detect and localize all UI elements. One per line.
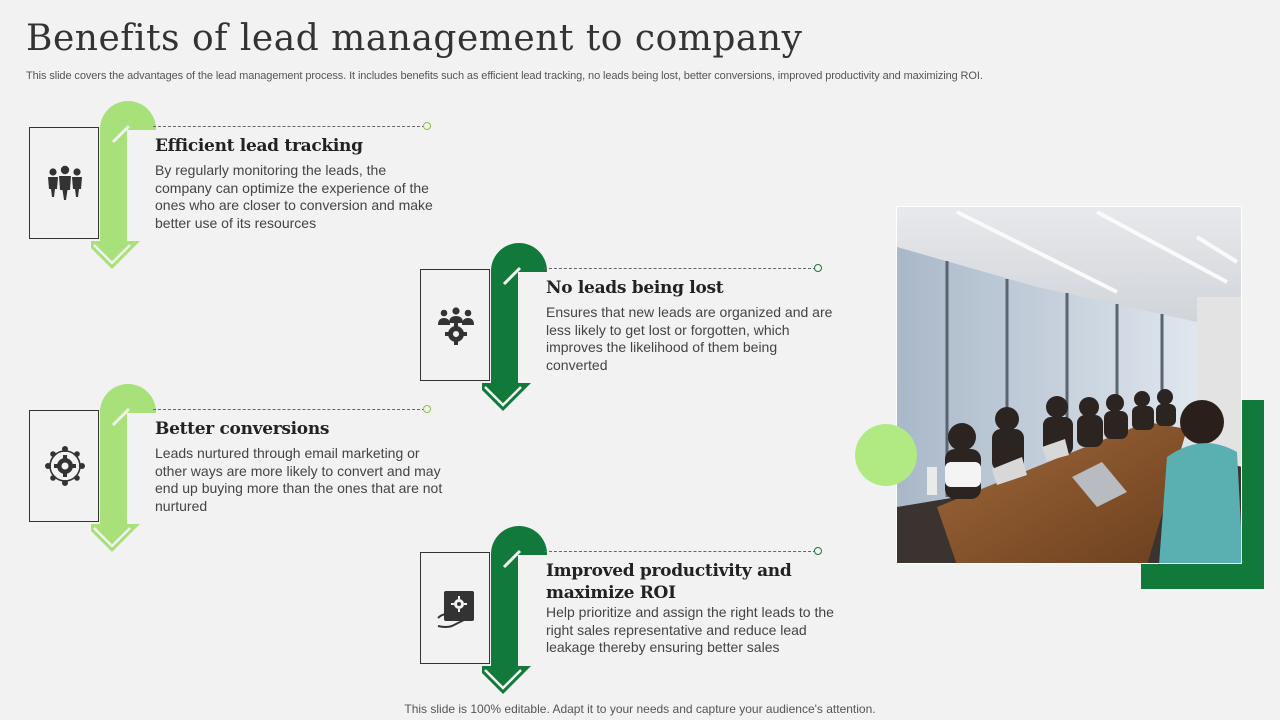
divider-dot (814, 264, 822, 272)
slide-title: Benefits of lead management to company (26, 18, 803, 59)
benefit-card-better-conversions: Better conversions Leads nurtured throug… (29, 382, 449, 562)
hand-gear-icon (437, 591, 474, 628)
benefit-card-efficient-lead-tracking: Efficient lead tracking By regularly mon… (29, 99, 449, 279)
gear-network-icon (45, 446, 85, 486)
divider-dot (423, 405, 431, 413)
benefit-heading: Better conversions (155, 419, 330, 439)
slide-subtitle: This slide covers the advantages of the … (26, 70, 983, 82)
down-arrow-ribbon (482, 243, 547, 411)
team-gear-icon (438, 307, 474, 345)
benefit-card-improved-productivity: Improved productivity and maximize ROI H… (420, 524, 840, 704)
divider-dot (814, 547, 822, 555)
meeting-room-photo (896, 206, 1242, 564)
slide-footer: This slide is 100% editable. Adapt it to… (404, 702, 876, 716)
divider-dot (423, 122, 431, 130)
icon-box (420, 552, 490, 664)
icon-box (29, 127, 99, 239)
benefit-heading: No leads being lost (546, 278, 724, 298)
dashed-divider (153, 409, 425, 410)
benefit-description: By regularly monitoring the leads, the c… (155, 162, 433, 231)
down-arrow-ribbon (91, 384, 156, 552)
icon-box (420, 269, 490, 381)
benefit-description: Leads nurtured through email marketing o… (155, 445, 443, 514)
icon-box (29, 410, 99, 522)
team-icon (48, 165, 82, 200)
dashed-divider (544, 551, 816, 552)
decorative-green-circle (855, 424, 917, 486)
down-arrow-ribbon (482, 526, 547, 694)
dashed-divider (544, 268, 816, 269)
benefit-heading: Improved productivity and maximize ROI (546, 561, 792, 603)
benefit-heading: Efficient lead tracking (155, 136, 363, 156)
benefit-card-no-leads-lost: No leads being lost Ensures that new lea… (420, 241, 840, 421)
benefit-description: Help prioritize and assign the right lea… (546, 604, 834, 656)
benefit-description: Ensures that new leads are organized and… (546, 304, 833, 373)
down-arrow-ribbon (91, 101, 156, 269)
dashed-divider (153, 126, 425, 127)
